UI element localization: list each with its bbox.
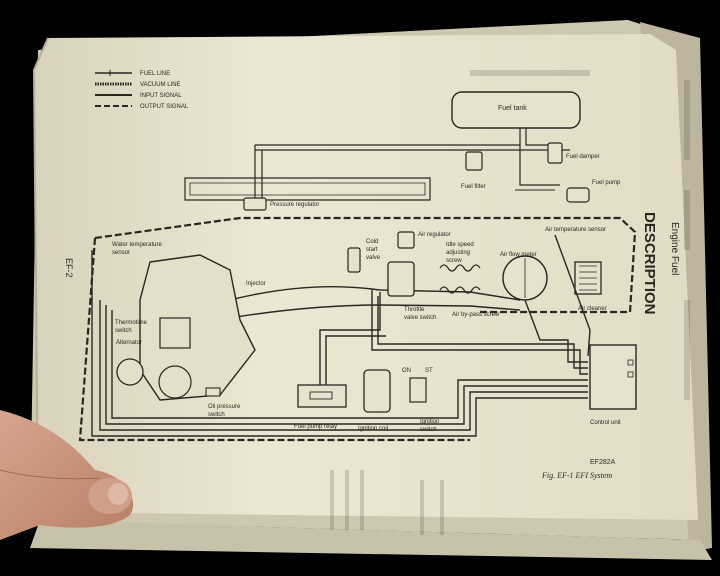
fuel-pump xyxy=(566,187,590,203)
air-temp-sensor-label: Air temperature sensor xyxy=(545,227,606,233)
control-unit-label: Control unit xyxy=(590,420,621,426)
ignition-coil xyxy=(363,369,391,413)
legend-output-signal: OUTPUT SIGNAL xyxy=(140,104,189,110)
running-head: Engine Fuel xyxy=(669,222,680,275)
pressure-regulator xyxy=(243,197,267,211)
oil-pressure-switch xyxy=(205,387,221,397)
idle-screw-label-2: adjusting xyxy=(446,250,470,256)
fuel-pump-relay xyxy=(297,384,347,408)
throttle-body xyxy=(387,261,415,297)
diagram-legend: FUEL LINE VACUUM LINE INPUT SIGNAL OUTPU… xyxy=(95,70,189,110)
air-flow-meter-label: Air flow meter xyxy=(500,252,537,258)
alternator-label: Alternator xyxy=(116,340,142,346)
section-title: DESCRIPTION xyxy=(641,212,658,315)
air-cleaner-label: Air cleaner xyxy=(578,306,607,312)
fuel-tank-label: Fuel tank xyxy=(498,105,527,112)
throttle-switch-label-2: valve switch xyxy=(404,315,436,321)
oil-pressure-label-2: switch xyxy=(208,412,225,418)
cold-start-valve xyxy=(347,247,361,273)
pressure-regulator-label: Pressure regulator xyxy=(270,202,319,208)
page-number: EF-2 xyxy=(64,258,74,278)
fuel-damper-label: Fuel damper xyxy=(566,154,600,160)
legend-input-signal: INPUT SIGNAL xyxy=(140,93,182,99)
water-temp-label-1: Water temperature xyxy=(112,242,162,248)
bleed-through-text xyxy=(330,70,690,535)
injector-label: Injector xyxy=(246,281,266,287)
switch-on-label: ON xyxy=(402,368,411,374)
idle-screw-label-1: Idle speed xyxy=(446,242,474,248)
water-temp-label-2: sensor xyxy=(112,250,130,256)
intake-hose xyxy=(439,264,481,272)
alternator xyxy=(116,358,144,386)
ignition-coil-label: Ignition coil xyxy=(358,426,388,432)
idle-screw-label-3: screw xyxy=(446,258,462,264)
air-bypass-label: Air by-pass screw xyxy=(452,312,500,318)
legend-fuel-line: FUEL LINE xyxy=(140,71,170,77)
oil-pressure-label-1: Oil pressure xyxy=(208,404,241,410)
ignition-switch xyxy=(409,377,427,403)
fuel-pump-label: Fuel pump xyxy=(592,180,621,186)
figure-caption: Fig. EF-1 EFI System xyxy=(541,471,612,480)
thermotime-label-1: Thermotime xyxy=(115,320,148,326)
air-regulator xyxy=(397,231,415,249)
figure-code: EF282A xyxy=(590,459,616,466)
hand-holding-page xyxy=(0,410,134,540)
wiring-harness xyxy=(91,234,591,437)
efi-system-diagram: Fuel tank Fuel damper Fuel pump Fuel fil… xyxy=(78,91,637,442)
fuel-damper xyxy=(547,142,563,164)
switch-st-label: ST xyxy=(425,368,433,374)
thermotime-label-2: switch xyxy=(115,328,132,334)
cold-start-label-1: Cold xyxy=(366,239,378,245)
legend-vacuum-line: VACUUM LINE xyxy=(140,82,181,88)
fuel-filter xyxy=(465,151,483,171)
throttle-switch-label-1: Throttle xyxy=(404,307,425,313)
ignition-switch-label-1: Ignition xyxy=(420,419,439,425)
fuel-pump-relay-label: Fuel pump relay xyxy=(294,424,337,430)
cold-start-label-2: start xyxy=(366,247,378,253)
air-regulator-label: Air regulator xyxy=(418,232,451,238)
fuel-filter-label: Fuel filter xyxy=(461,184,486,190)
fuel-tank xyxy=(451,91,581,129)
cold-start-label-3: valve xyxy=(366,255,381,261)
engine-block xyxy=(139,254,256,401)
